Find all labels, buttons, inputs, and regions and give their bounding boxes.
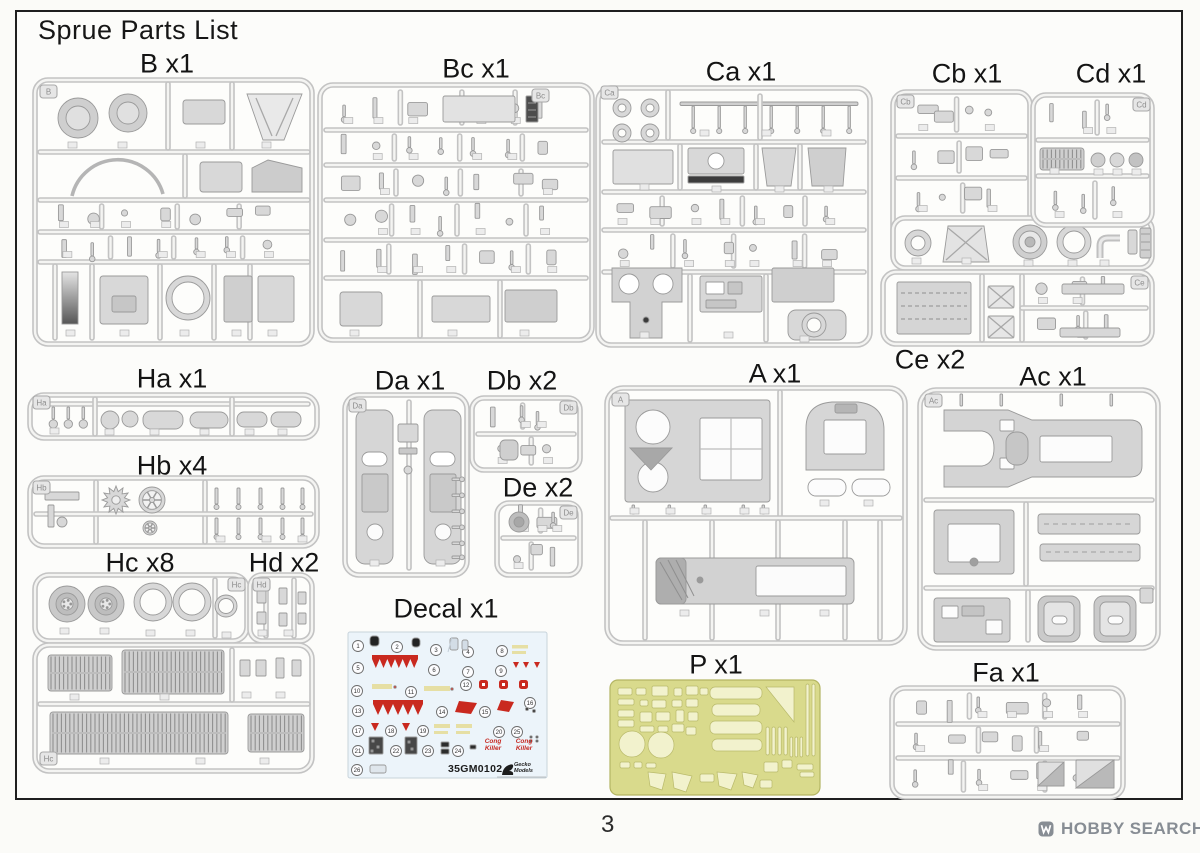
sprue-label-Ca: Ca x1 xyxy=(705,56,777,87)
svg-text:B: B xyxy=(46,88,51,97)
svg-text:13: 13 xyxy=(355,709,362,715)
decal-product-code: 35GM0102 xyxy=(448,763,503,775)
svg-text:Hd: Hd xyxy=(256,581,266,590)
page-number: 3 xyxy=(601,811,615,838)
svg-text:25: 25 xyxy=(514,730,521,736)
sprue-art-Cb: Cb xyxy=(890,89,1155,271)
sprue-art-Ha: Ha xyxy=(27,392,320,441)
watermark-text: HOBBY SEARCH xyxy=(1061,819,1200,838)
svg-text:24: 24 xyxy=(455,749,462,755)
svg-text:2: 2 xyxy=(395,645,399,651)
decal-brand: Gecko Models xyxy=(514,762,533,774)
sprue-label-Hd: Hd x2 xyxy=(248,547,320,578)
svg-text:Da: Da xyxy=(352,402,363,411)
sprue-art-Db: Db xyxy=(469,395,583,473)
sprue-art-Fa xyxy=(889,685,1126,800)
svg-text:22: 22 xyxy=(393,749,400,755)
svg-text:10: 10 xyxy=(354,689,361,695)
sprue-art-Hc-tracks: Hc xyxy=(32,642,315,774)
svg-text:3: 3 xyxy=(434,648,438,654)
sprue-label-Decal: Decal x1 xyxy=(393,593,499,624)
page-title: Sprue Parts List xyxy=(38,15,239,45)
svg-text:17: 17 xyxy=(355,729,362,735)
sprue-art-Ac: Ac xyxy=(917,387,1161,651)
watermark: HOBBY SEARCH xyxy=(1038,819,1200,839)
svg-text:7: 7 xyxy=(466,670,470,676)
sprue-label-Cb: Cb x1 xyxy=(931,58,1003,89)
svg-text:11: 11 xyxy=(408,690,415,696)
svg-text:De: De xyxy=(563,509,574,518)
svg-text:Hc: Hc xyxy=(44,755,54,764)
sprue-label-Cd: Cd x1 xyxy=(1075,58,1147,89)
sprue-art-Ca: Ca xyxy=(595,85,873,348)
svg-text:20: 20 xyxy=(496,730,503,736)
sprue-art-De: De xyxy=(494,500,583,578)
sprue-art-Cd: Cd xyxy=(1030,92,1155,228)
sprue-label-Hb: Hb x4 xyxy=(136,450,208,481)
svg-text:5: 5 xyxy=(356,666,360,672)
hobby-search-icon xyxy=(1038,821,1054,837)
svg-text:19: 19 xyxy=(420,729,427,735)
sprue-art-Da: Da xyxy=(342,392,470,578)
svg-text:16: 16 xyxy=(527,701,534,707)
svg-text:Cb: Cb xyxy=(900,98,911,107)
sprue-label-B: B x1 xyxy=(139,48,195,79)
sprue-label-Ac: Ac x1 xyxy=(1019,361,1087,392)
pe-fret-art xyxy=(609,679,821,796)
sprue-art-Hb: Hb xyxy=(27,475,320,549)
svg-text:6: 6 xyxy=(432,668,436,674)
sprue-label-Bc: Bc x1 xyxy=(442,53,510,84)
svg-text:21: 21 xyxy=(355,749,362,755)
sprue-art-A: A xyxy=(604,385,908,646)
svg-text:Ce: Ce xyxy=(1134,279,1145,288)
svg-text:Ha: Ha xyxy=(36,399,47,408)
sprue-art-Hd: Hd xyxy=(247,572,315,644)
sprue-label-Hc: Hc x8 xyxy=(105,547,175,578)
svg-text:Bc: Bc xyxy=(536,92,545,101)
sprue-art-Hc-wheels: Hc xyxy=(32,572,250,644)
svg-text:4: 4 xyxy=(466,650,470,656)
sprue-label-Da: Da x1 xyxy=(374,365,446,396)
sprue-label-P: P x1 xyxy=(689,649,743,680)
svg-text:1: 1 xyxy=(356,644,360,650)
sprue-label-De: De x2 xyxy=(502,472,574,503)
svg-text:Hb: Hb xyxy=(36,484,47,493)
svg-text:8: 8 xyxy=(500,649,504,655)
svg-text:18: 18 xyxy=(388,729,395,735)
sprue-label-A: A x1 xyxy=(748,358,802,389)
svg-text:Hc: Hc xyxy=(232,581,242,590)
sprue-art-Ce: Ce xyxy=(880,269,1155,347)
sprue-label-Ha: Ha x1 xyxy=(136,363,208,394)
svg-text:Ca: Ca xyxy=(604,89,615,98)
sprue-label-Fa: Fa x1 xyxy=(972,657,1040,688)
sprue-art-Bc: Bc xyxy=(317,82,595,343)
sprue-art-B: B xyxy=(32,77,315,347)
svg-text:A: A xyxy=(618,396,624,405)
svg-text:15: 15 xyxy=(482,710,489,716)
svg-text:12: 12 xyxy=(463,683,470,689)
sprue-label-Ce: Ce x2 xyxy=(894,344,966,375)
svg-text:9: 9 xyxy=(499,669,503,675)
svg-text:23: 23 xyxy=(425,749,432,755)
svg-text:Cd: Cd xyxy=(1136,101,1146,110)
decal-slogan-1: Cong Killer xyxy=(484,738,502,752)
svg-text:Db: Db xyxy=(563,404,574,413)
sprue-label-Db: Db x2 xyxy=(486,365,558,396)
svg-text:26: 26 xyxy=(354,768,361,774)
svg-text:14: 14 xyxy=(439,710,446,716)
svg-text:Ac: Ac xyxy=(929,397,938,406)
decal-slogan-2: Cong Killer xyxy=(515,738,533,752)
